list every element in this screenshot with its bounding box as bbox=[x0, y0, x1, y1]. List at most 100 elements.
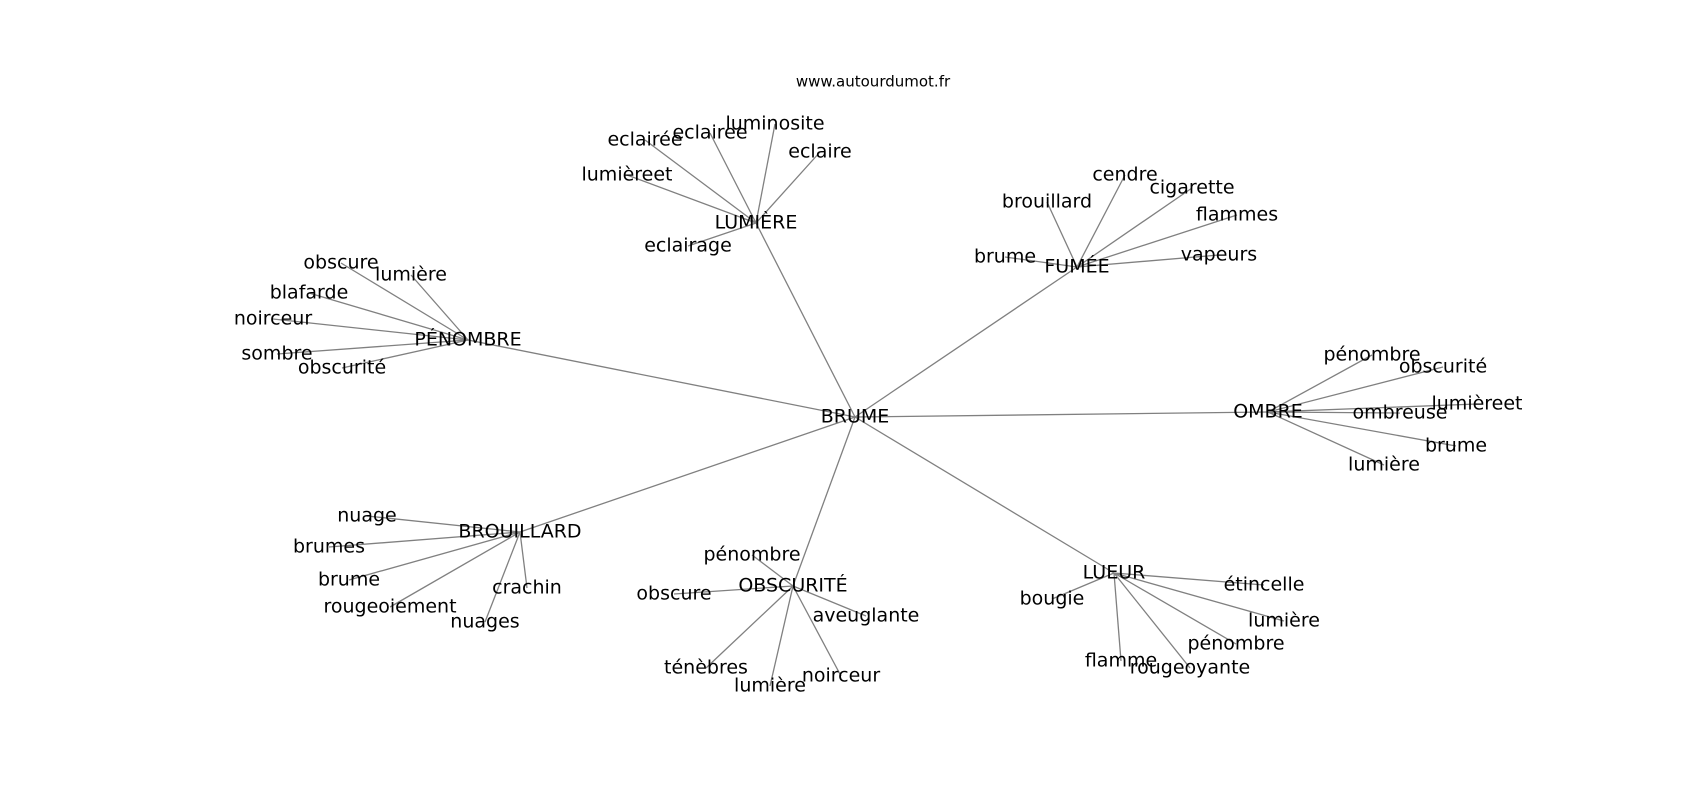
word-edge bbox=[687, 222, 757, 247]
word-edge bbox=[348, 531, 521, 581]
cluster-node-label: OMBRE bbox=[1233, 401, 1303, 423]
word-edge bbox=[709, 132, 757, 224]
center-edge bbox=[519, 416, 856, 533]
word-edge bbox=[341, 339, 469, 369]
leaf-node-label: obscure bbox=[303, 252, 378, 274]
leaf-node-label: nuage bbox=[337, 505, 396, 527]
word-edge bbox=[1076, 254, 1220, 268]
leaf-node-label: bougie bbox=[1020, 588, 1085, 610]
word-edge bbox=[1046, 201, 1078, 268]
word-edge bbox=[1267, 411, 1385, 466]
cluster-node-label: FUMÉE bbox=[1044, 255, 1109, 278]
center-node-label: BRUME bbox=[821, 406, 890, 428]
leaf-node-label: eclairee bbox=[672, 122, 747, 144]
leaf-node-label: flamme bbox=[1085, 650, 1157, 672]
cluster-node-label: LUEUR bbox=[1083, 562, 1146, 584]
word-edge bbox=[484, 531, 521, 623]
leaf-node-label: lumière bbox=[375, 264, 447, 286]
leaf-node-label: luminosite bbox=[725, 113, 824, 135]
leaf-node-label: lumièreet bbox=[581, 164, 672, 186]
leaf-node-label: obscure bbox=[636, 583, 711, 605]
leaf-node-label: flammes bbox=[1196, 204, 1278, 226]
leaf-node-label: blafarde bbox=[270, 282, 349, 304]
word-edge bbox=[1076, 187, 1193, 268]
leaf-node-label: vapeurs bbox=[1181, 244, 1257, 266]
word-edge bbox=[626, 174, 757, 224]
leaf-node-label: sombre bbox=[241, 343, 312, 365]
cluster-node-label: PÉNOMBRE bbox=[414, 328, 521, 351]
leaf-node-label: eclaire bbox=[788, 141, 851, 163]
leaf-node-label: cigarette bbox=[1149, 177, 1234, 199]
word-edge bbox=[769, 585, 794, 687]
leaf-node-label: lumière bbox=[734, 675, 806, 697]
word-edge bbox=[410, 274, 469, 341]
leaf-node-label: noirceur bbox=[234, 308, 313, 330]
word-edge bbox=[673, 585, 794, 595]
word-edge bbox=[705, 585, 794, 669]
leaf-node-label: brouillard bbox=[1002, 191, 1092, 213]
word-edge bbox=[1267, 411, 1401, 414]
word-edge bbox=[519, 531, 528, 589]
source-url: www.autourdumot.fr bbox=[796, 73, 951, 91]
leaf-node-label: noirceur bbox=[802, 665, 881, 687]
leaf-node-label: nuages bbox=[450, 611, 519, 633]
leaf-node-label: pénombre bbox=[1187, 633, 1284, 655]
word-edge bbox=[1113, 572, 1237, 645]
center-edge bbox=[854, 416, 1115, 574]
word-edge bbox=[755, 123, 776, 224]
center-edge bbox=[854, 266, 1078, 418]
leaf-node-label: brumes bbox=[293, 536, 365, 558]
leaf-node-label: pénombre bbox=[703, 544, 800, 566]
leaf-node-label: cendre bbox=[1092, 164, 1157, 186]
word-edge bbox=[792, 585, 867, 617]
leaf-node-label: étincelle bbox=[1224, 574, 1305, 596]
leaf-node-label: ténèbres bbox=[664, 657, 748, 679]
center-edge bbox=[755, 222, 856, 418]
word-edge bbox=[1113, 572, 1191, 669]
leaf-node-label: brume bbox=[974, 246, 1036, 268]
word-edge bbox=[389, 531, 521, 608]
leaf-node-label: lumière bbox=[1248, 610, 1320, 632]
word-edge bbox=[1267, 366, 1444, 413]
word-edge bbox=[792, 585, 842, 677]
word-edge bbox=[1267, 403, 1478, 413]
word-edge bbox=[1076, 214, 1238, 268]
word-edge bbox=[308, 292, 469, 341]
leaf-node-label: pénombre bbox=[1323, 344, 1420, 366]
leaf-node-label: aveuglante bbox=[813, 605, 920, 627]
word-edge bbox=[1113, 572, 1285, 622]
leaf-node-label: obscurité bbox=[298, 357, 386, 379]
word-edge bbox=[751, 554, 794, 587]
center-edge bbox=[792, 416, 856, 587]
leaf-node-label: brume bbox=[318, 569, 380, 591]
cluster-node-label: OBSCURITÉ bbox=[738, 574, 847, 597]
center-edge bbox=[467, 339, 856, 418]
leaf-node-label: eclairée bbox=[607, 129, 682, 151]
word-edge bbox=[328, 531, 521, 548]
word-edge bbox=[755, 151, 821, 224]
cluster-node-label: LUMIÈRE bbox=[715, 211, 798, 234]
leaf-node-label: rougeoyante bbox=[1130, 657, 1251, 679]
word-edge bbox=[1004, 256, 1078, 268]
word-edge bbox=[1267, 411, 1457, 447]
word-edge bbox=[1076, 174, 1126, 268]
word-edge bbox=[1267, 354, 1373, 413]
word-edge bbox=[340, 262, 469, 341]
word-edge bbox=[276, 339, 469, 355]
word-edge bbox=[366, 515, 521, 533]
word-edge bbox=[1113, 572, 1122, 662]
cluster-node-label: BROUILLARD bbox=[458, 521, 581, 543]
leaf-node-label: ombreuse bbox=[1353, 402, 1448, 424]
leaf-node-label: eclairage bbox=[644, 235, 732, 257]
word-edge bbox=[272, 318, 469, 341]
leaf-node-label: lumière bbox=[1348, 454, 1420, 476]
leaf-node-label: obscurité bbox=[1399, 356, 1487, 378]
leaf-node-label: brume bbox=[1425, 435, 1487, 457]
word-edge bbox=[1051, 572, 1115, 600]
word-edge bbox=[644, 139, 757, 224]
leaf-node-label: lumièreet bbox=[1431, 393, 1522, 415]
leaf-node-label: rougeoiement bbox=[323, 596, 456, 618]
center-edge bbox=[854, 411, 1269, 418]
word-edge bbox=[1113, 572, 1265, 586]
